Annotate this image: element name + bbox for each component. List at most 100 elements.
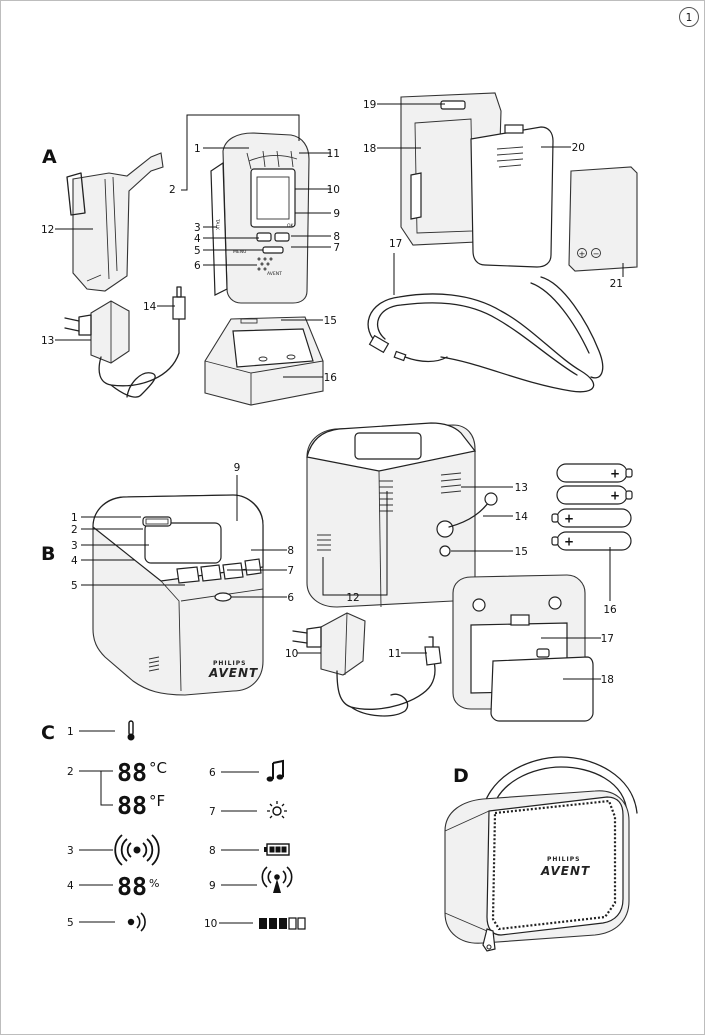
section-label-b: B (41, 543, 55, 565)
callout-number: 1 (71, 512, 78, 524)
power-adapter-b-illustration (293, 613, 441, 716)
humidity-digits: 88 (117, 872, 147, 901)
callout-number: 17 (601, 633, 614, 645)
callout-number: 8 (287, 545, 294, 557)
callout-number: 1 (67, 726, 74, 738)
battery-3-plus: + (564, 512, 574, 526)
callout-a-13: 13 (41, 335, 91, 347)
battery-pack-minus: − (593, 250, 600, 259)
callout-number: 9 (209, 880, 216, 892)
power-adapter-a-illustration (65, 287, 185, 397)
callout-b-11: 11 (388, 648, 427, 660)
callout-number: 8 (333, 231, 340, 243)
aa-batteries-illustration: + + + + (552, 464, 632, 550)
callout-number: 15 (324, 315, 337, 327)
callout-number: 2 (71, 524, 78, 536)
callout-number: 5 (71, 580, 78, 592)
callout-number: 7 (209, 806, 216, 818)
section-label-d: D (453, 765, 469, 787)
battery-1-plus: + (610, 467, 620, 481)
callout-number: 7 (333, 242, 340, 254)
callout-number: 11 (327, 148, 340, 160)
battery-4-plus: + (564, 535, 574, 549)
callout-number: 13 (515, 482, 528, 494)
callout-c-8: 8 (209, 845, 259, 857)
talk-key-mark: TALK (214, 218, 220, 231)
callout-c-2-branch (101, 771, 113, 805)
temp-c-digits: 88 (117, 758, 147, 787)
battery-compartment-illustration (401, 93, 553, 267)
callout-number: 10 (327, 184, 340, 196)
callout-c-10: 10 (204, 918, 253, 930)
callout-b-16: 16 (603, 547, 617, 616)
baby-unit-front-illustration: PHILIPS AVENT (93, 495, 263, 695)
link-antenna-icon (262, 867, 291, 893)
callout-b-10: 10 (285, 648, 321, 660)
callout-c-2: 2 (67, 766, 113, 778)
callout-number: 15 (515, 546, 528, 558)
charger-cradle-illustration (205, 317, 323, 405)
lullaby-note-icon (267, 761, 284, 782)
page-number: 1 (686, 12, 693, 24)
callout-number: 9 (234, 462, 241, 474)
callout-number: 7 (287, 565, 294, 577)
baby-unit-battery-compartment-illustration (453, 575, 593, 721)
callout-number: 6 (194, 260, 201, 272)
temp-f-digits: 88 (117, 791, 147, 820)
callout-number: 5 (67, 917, 74, 929)
case-philips: PHILIPS (547, 856, 580, 863)
callout-number: 4 (67, 880, 74, 892)
ok-key-mark: OK (287, 223, 295, 229)
callout-number: 14 (143, 301, 157, 313)
sound-level-icon (115, 835, 159, 865)
temp-c-unit: °C (149, 759, 167, 777)
callout-number: 14 (515, 511, 529, 523)
callout-number: 18 (363, 143, 376, 155)
section-label-a: A (42, 146, 57, 168)
volume-level-icon (259, 918, 305, 929)
callout-number: 3 (67, 845, 74, 857)
parent-unit-illustration: AVENT TALK MENU OK (211, 133, 309, 303)
callout-a-14: 14 (143, 301, 175, 313)
case-avent: AVENT (540, 864, 590, 878)
callout-number: 20 (572, 142, 585, 154)
battery-pack-plus: + (579, 250, 586, 259)
callout-number: 18 (601, 674, 614, 686)
parent-unit-brand: AVENT (267, 271, 282, 277)
callout-number: 4 (194, 233, 201, 245)
temp-f-unit: °F (149, 792, 165, 810)
callout-number: 9 (333, 208, 340, 220)
callout-number: 12 (41, 224, 54, 236)
callout-number: 2 (169, 184, 176, 196)
callout-c-4: 4 (67, 880, 113, 892)
callout-number: 10 (285, 648, 298, 660)
callout-a_right-17: 17 (389, 238, 402, 295)
lanyard-illustration (368, 277, 603, 392)
sound-on-icon (128, 913, 145, 931)
baby-unit-avent: AVENT (208, 666, 258, 680)
callout-number: 13 (41, 335, 54, 347)
callout-number: 3 (71, 540, 78, 552)
callout-number: 8 (209, 845, 216, 857)
callout-number: 2 (67, 766, 74, 778)
callout-c-3: 3 (67, 845, 113, 857)
section-label-c: C (41, 722, 55, 744)
page-number-badge: 1 (680, 8, 699, 27)
callout-c-5: 5 (67, 917, 115, 929)
battery-2-plus: + (610, 489, 620, 503)
callout-number: 21 (610, 278, 623, 290)
thermometer-icon (128, 721, 135, 741)
callout-c-6: 6 (209, 767, 259, 779)
callout-number: 12 (346, 592, 359, 604)
callout-number: 10 (204, 918, 217, 930)
callout-number: 16 (603, 604, 617, 616)
callout-number: 11 (388, 648, 401, 660)
callout-number: 16 (324, 372, 338, 384)
callout-number: 6 (209, 767, 216, 779)
humidity-unit: % (149, 877, 159, 890)
callout-c-9: 9 (209, 880, 257, 892)
callout-c-7: 7 (209, 806, 257, 818)
callout-number: 6 (287, 592, 294, 604)
